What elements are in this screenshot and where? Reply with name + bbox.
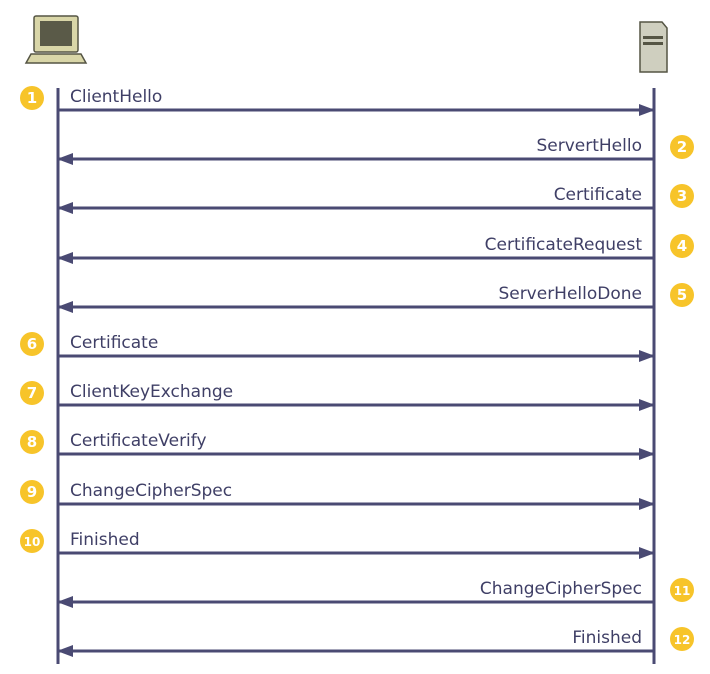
- message-label: ClientHello: [70, 87, 162, 107]
- message-label: ChangeCipherSpec: [70, 481, 232, 501]
- message-label: CertificateVerify: [70, 431, 207, 451]
- message-label: Certificate: [70, 333, 158, 353]
- message-6: Certificate 6: [20, 332, 655, 362]
- message-label: ServerHelloDone: [498, 284, 642, 304]
- step-badge: 9: [20, 480, 44, 504]
- step-badge: 10: [20, 529, 44, 553]
- step-badge: 2: [670, 135, 694, 159]
- step-badge: 7: [20, 381, 44, 405]
- step-number: 11: [674, 584, 691, 598]
- step-badge: 3: [670, 184, 694, 208]
- step-number: 12: [674, 633, 691, 647]
- step-number: 1: [27, 89, 37, 107]
- step-number: 8: [27, 433, 37, 451]
- step-number: 9: [27, 483, 37, 501]
- step-badge-circle: [670, 283, 694, 307]
- message-10: Finished 10: [20, 529, 655, 559]
- step-number: 6: [27, 335, 37, 353]
- step-badge-circle: [670, 578, 694, 602]
- step-number: 5: [677, 286, 687, 304]
- step-badge-circle: [670, 135, 694, 159]
- message-label: ChangeCipherSpec: [480, 579, 642, 599]
- step-number: 4: [677, 237, 687, 255]
- step-badge-circle: [20, 430, 44, 454]
- message-label: CertificateRequest: [485, 235, 643, 255]
- message-label: Certificate: [554, 185, 642, 205]
- step-badge: 6: [20, 332, 44, 356]
- message-1: ClientHello 1: [20, 86, 655, 116]
- step-badge-circle: [20, 381, 44, 405]
- step-badge-circle: [20, 86, 44, 110]
- message-label: ClientKeyExchange: [70, 382, 233, 402]
- step-number: 3: [677, 187, 687, 205]
- step-badge-circle: [20, 332, 44, 356]
- message-label: ServertHello: [536, 136, 642, 156]
- step-badge: 8: [20, 430, 44, 454]
- server-tower-icon: [639, 21, 668, 73]
- message-9: ChangeCipherSpec 9: [20, 480, 655, 510]
- message-3: Certificate 3: [57, 184, 694, 214]
- step-badge: 12: [670, 627, 694, 651]
- message-2: ServertHello 2: [57, 135, 694, 165]
- step-badge-circle: [20, 529, 44, 553]
- message-5: ServerHelloDone 5: [57, 283, 694, 313]
- message-label: Finished: [572, 628, 642, 648]
- step-badge: 1: [20, 86, 44, 110]
- step-badge-circle: [670, 234, 694, 258]
- step-badge-circle: [20, 480, 44, 504]
- message-7: ClientKeyExchange 7: [20, 381, 655, 411]
- step-badge: 4: [670, 234, 694, 258]
- step-number: 7: [27, 384, 37, 402]
- step-badge-circle: [670, 184, 694, 208]
- step-badge: 11: [670, 578, 694, 602]
- step-badge: 5: [670, 283, 694, 307]
- message-8: CertificateVerify 8: [20, 430, 655, 460]
- message-12: Finished 12: [57, 627, 694, 657]
- message-4: CertificateRequest 4: [57, 234, 694, 264]
- step-badge-circle: [670, 627, 694, 651]
- message-label: Finished: [70, 530, 140, 550]
- computer-icon: [24, 15, 88, 64]
- step-number: 2: [677, 138, 687, 156]
- step-number: 10: [24, 535, 41, 549]
- message-11: ChangeCipherSpec 11: [57, 578, 694, 608]
